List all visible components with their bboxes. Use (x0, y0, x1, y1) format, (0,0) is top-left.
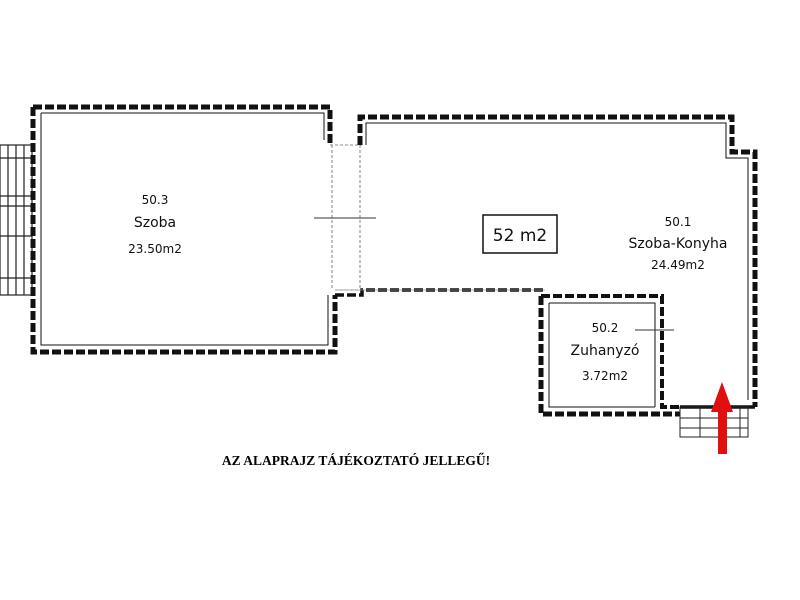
room-zuhanyzo-name: Zuhanyzó (571, 343, 640, 359)
entrance-steps (679, 406, 749, 438)
total-area-box (482, 214, 558, 254)
room-szoba-walls (30, 104, 338, 355)
room-szoba-number: 50.3 (142, 193, 169, 207)
room-szoba-konyha-area: 24.49m2 (651, 258, 705, 272)
total-area: 52 m2 (493, 226, 547, 246)
entrance-arrow-icon (711, 382, 733, 454)
room-szoba-konyha-name: Szoba-Konyha (629, 236, 728, 252)
room-zuhanyzo-area: 3.72m2 (582, 369, 628, 383)
disclaimer: AZ ALAPRAJZ TÁJÉKOZTATÓ JELLEGŰ! (222, 453, 490, 468)
room-szoba-area: 23.50m2 (128, 242, 182, 256)
room-zuhanyzo-number: 50.2 (592, 321, 619, 335)
room-szoba-konyha-number: 50.1 (665, 215, 692, 229)
room-zuhanyzo-walls (538, 294, 680, 417)
left-balcony (0, 144, 33, 296)
room-szoba-name: Szoba (134, 215, 176, 231)
